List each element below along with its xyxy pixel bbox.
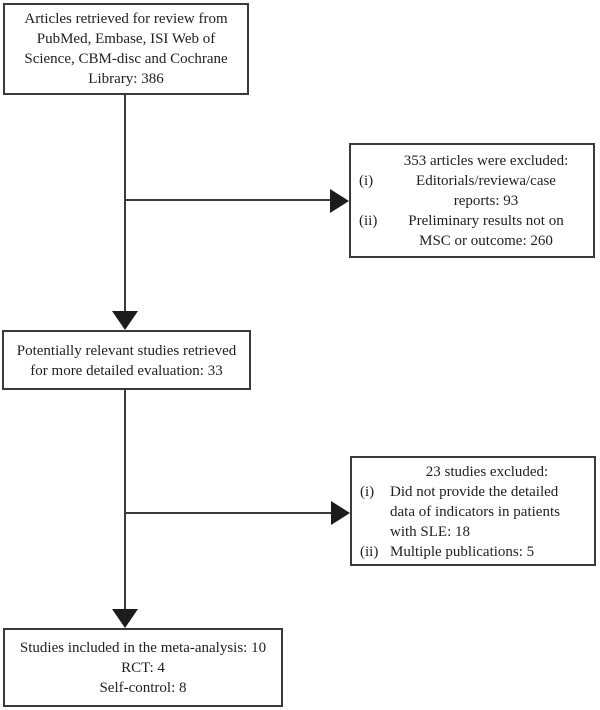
- box-articles-retrieved: Articles retrieved for review from PubMe…: [3, 3, 249, 95]
- item-text-line: data of indicators in patients: [390, 504, 560, 520]
- connector-line-vertical-1: [124, 95, 126, 313]
- arrow-right-icon: [331, 501, 350, 525]
- arrow-right-icon: [330, 189, 349, 213]
- item-text-line: with SLE: 18: [390, 524, 471, 540]
- item-text: Did not provide the detailed data of ind…: [390, 482, 588, 542]
- item-text: Preliminary results not on MSC or outcom…: [385, 211, 587, 251]
- item-marker: (i): [359, 173, 374, 189]
- item-text-line: Editorials/reviewa/case: [416, 173, 556, 189]
- box-text-line: Library: 386: [88, 71, 164, 87]
- excluded-item: (ii) Multiple publications: 5: [360, 542, 588, 562]
- excluded-title: 23 studies excluded:: [425, 464, 549, 480]
- box-text-line: PubMed, Embase, ISI Web of: [36, 31, 216, 47]
- box-text-line: Studies included in the meta-analysis: 1…: [19, 640, 267, 656]
- box-studies-excluded: 23 studies excluded: (i) Did not provide…: [350, 456, 596, 566]
- item-text: Multiple publications: 5: [390, 542, 588, 562]
- arrow-down-icon: [112, 311, 138, 330]
- box-text-line: Articles retrieved for review from: [24, 11, 228, 27]
- excluded-item: (ii) Preliminary results not on MSC or o…: [359, 211, 587, 251]
- item-text: Editorials/reviewa/case reports: 93: [385, 171, 587, 211]
- item-text-line: MSC or outcome: 260: [419, 233, 553, 249]
- box-text-line: Potentially relevant studies retrieved: [16, 343, 237, 359]
- item-marker: (i): [360, 484, 375, 500]
- box-text-line: Science, CBM-disc and Cochrane: [24, 51, 228, 67]
- item-text-line: Preliminary results not on: [408, 213, 564, 229]
- item-marker: (ii): [360, 544, 379, 560]
- item-text-line: reports: 93: [453, 193, 519, 209]
- box-studies-included: Studies included in the meta-analysis: 1…: [3, 628, 283, 707]
- excluded-item: (i) Did not provide the detailed data of…: [360, 482, 588, 542]
- arrow-down-icon: [112, 609, 138, 628]
- item-marker: (ii): [359, 213, 378, 229]
- connector-line-vertical-2: [124, 390, 126, 611]
- connector-line-branch-1: [125, 199, 331, 201]
- excluded-title: 353 articles were excluded:: [403, 153, 569, 169]
- box-relevant-studies: Potentially relevant studies retrieved f…: [2, 330, 251, 390]
- excluded-item: (i) Editorials/reviewa/case reports: 93: [359, 171, 587, 211]
- box-text-line: RCT: 4: [121, 660, 165, 676]
- item-text-line: Multiple publications: 5: [390, 544, 535, 560]
- box-articles-excluded: 353 articles were excluded: (i) Editoria…: [349, 143, 595, 258]
- connector-line-branch-2: [125, 512, 332, 514]
- box-text-line: Self-control: 8: [99, 680, 187, 696]
- box-text-line: for more detailed evaluation: 33: [30, 363, 223, 379]
- item-text-line: Did not provide the detailed: [390, 484, 559, 500]
